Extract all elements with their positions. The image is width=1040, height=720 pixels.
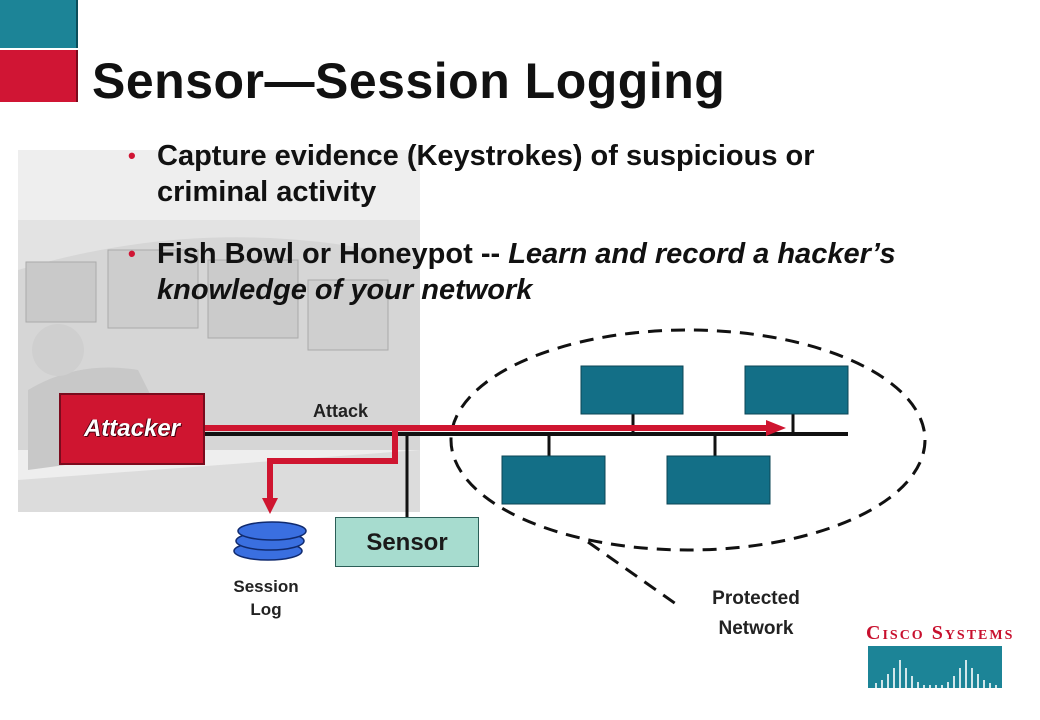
bullet-text: Capture evidence (Keystrokes) of suspici… xyxy=(157,140,815,208)
protected-host xyxy=(501,455,606,505)
slide-title: Sensor—Session Logging xyxy=(92,53,726,109)
protected-host xyxy=(666,455,771,505)
cisco-logo-graphic xyxy=(868,646,1002,688)
protected-network-callout-line xyxy=(587,540,677,606)
attack-arrow-head xyxy=(766,420,786,436)
cisco-logo-text: CISCO SYSTEMS xyxy=(866,622,1015,644)
bullet-dot-icon: • xyxy=(128,143,136,168)
bullet-capture-evidence: • Capture evidence (Keystrokes) of suspi… xyxy=(128,138,928,210)
session-log-label: Session Log xyxy=(233,577,299,619)
sensor-label: Sensor xyxy=(366,529,448,556)
session-log-arrow-head xyxy=(262,498,278,514)
bullet-text: Fish Bowl or Honeypot -- Learn and recor… xyxy=(157,236,928,308)
protected-host xyxy=(580,365,684,415)
bullet-text-italic: Learn and record a hacker’s knowledge of… xyxy=(157,238,896,306)
session-log-arrow xyxy=(267,428,398,500)
corner-red-block xyxy=(0,50,78,102)
protected-host xyxy=(744,365,849,415)
bullet-dot-icon: • xyxy=(128,241,136,266)
cisco-systems-logo: CISCO SYSTEMS xyxy=(866,622,1016,692)
corner-teal-block xyxy=(0,0,78,48)
bullet-honeypot: • Fish Bowl or Honeypot -- Learn and rec… xyxy=(128,236,928,308)
bullet-text-plain: Fish Bowl or Honeypot -- xyxy=(157,238,509,270)
attack-label: Attack xyxy=(313,401,369,421)
protected-network-label: Protected Network xyxy=(712,588,800,639)
protected-network-boundary xyxy=(449,328,927,552)
session-log-disk-icon xyxy=(233,521,307,561)
attacker-box: Attacker xyxy=(59,393,205,465)
attacker-label: Attacker xyxy=(83,415,181,442)
sensor-box: Sensor xyxy=(335,517,479,567)
